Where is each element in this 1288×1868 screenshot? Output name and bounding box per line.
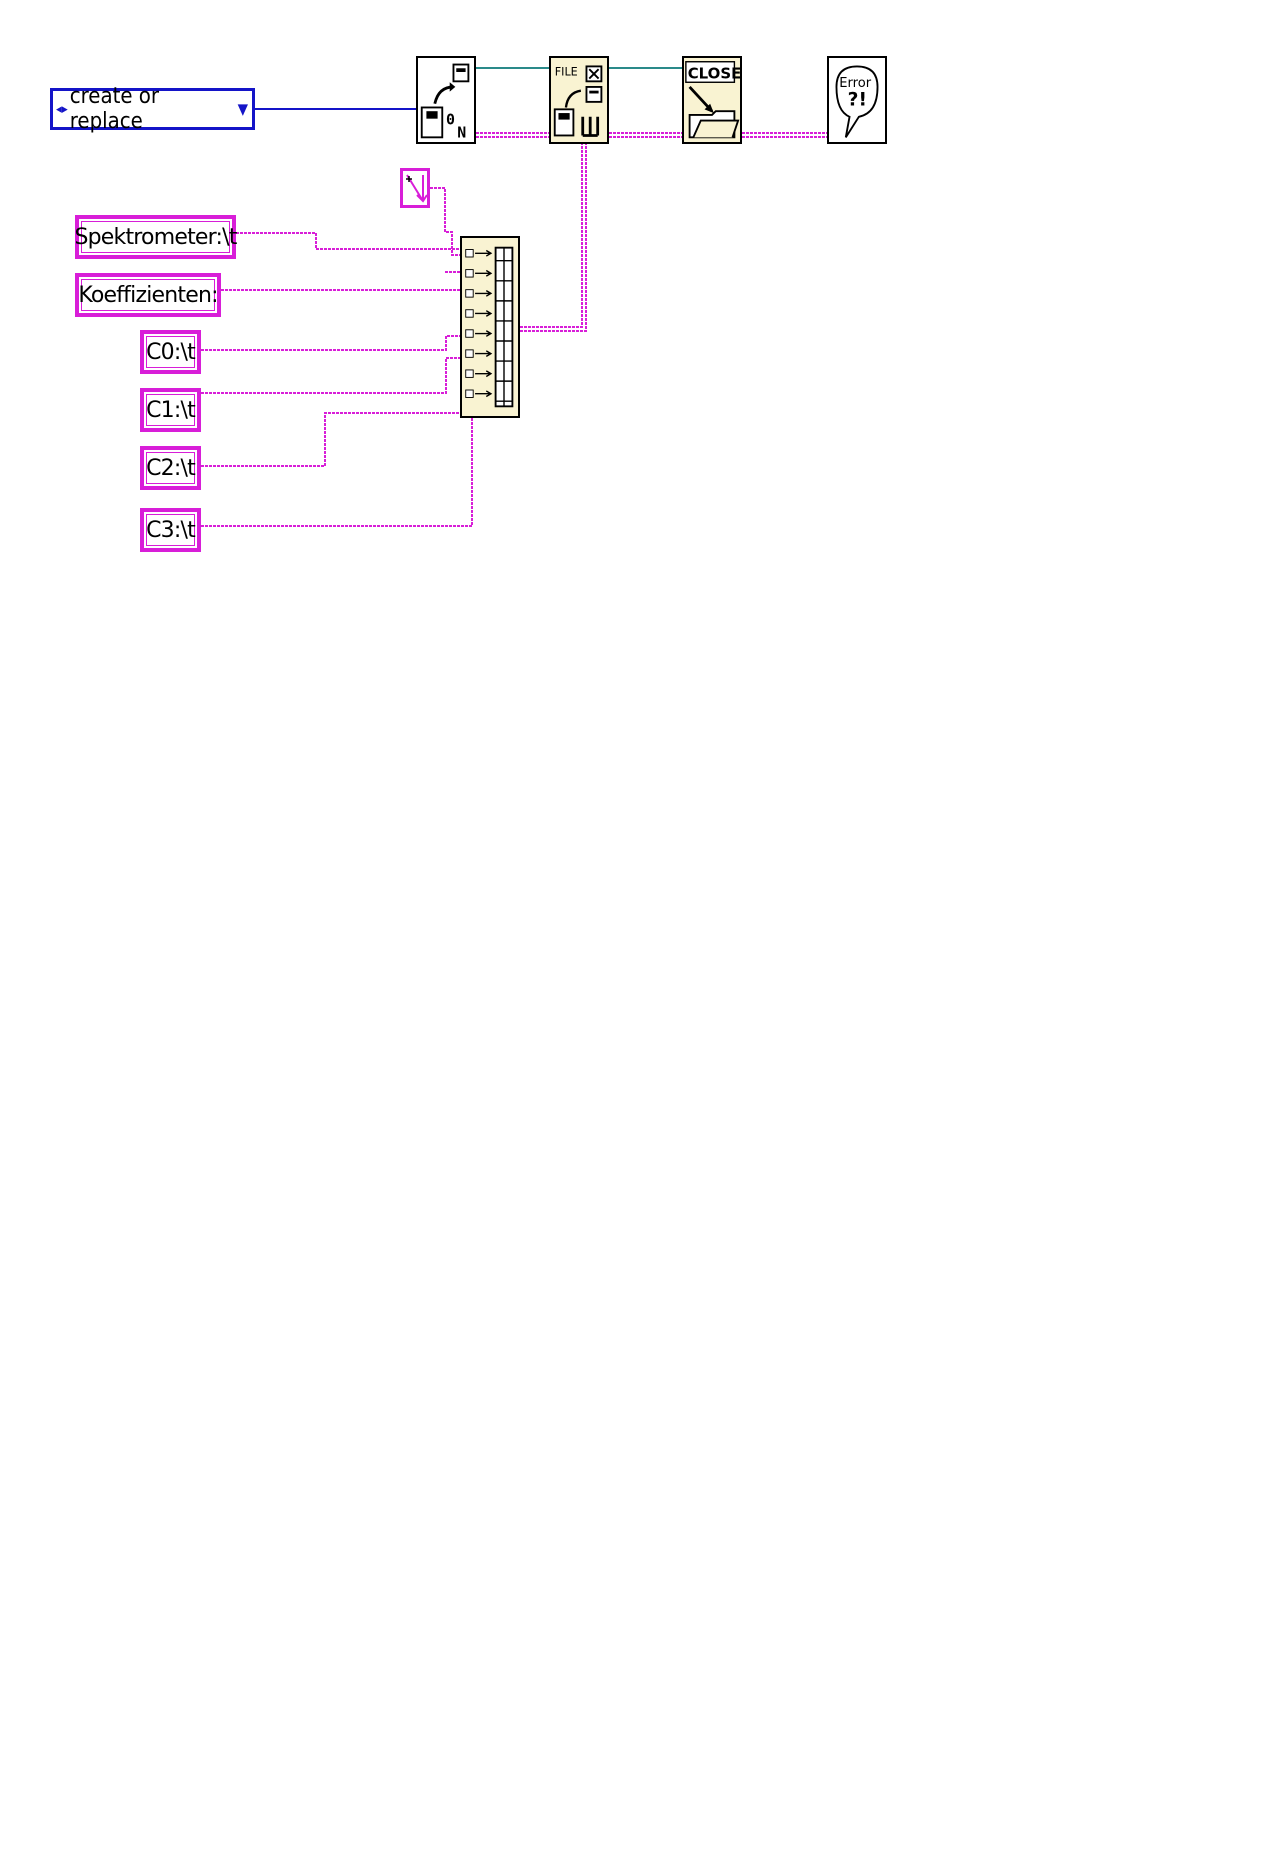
wire-c1 [201,357,460,394]
concat-arrow-1 [475,269,493,277]
error-wire-2 [609,132,682,138]
concat-input-4 [465,329,474,338]
concat-arrow-7 [475,390,493,398]
concat-arrow-5 [475,350,493,358]
concat-input-1 [465,269,474,278]
concat-arrow-3 [475,310,493,317]
wire-c2 [201,412,460,467]
wire-eol [430,187,460,256]
concat-input-6 [465,369,474,378]
open-file-icon: 0 N [420,63,470,141]
wire-c3 [201,418,473,527]
concat-input-2 [465,289,474,298]
error-handler-node[interactable]: Error ?! [827,56,887,144]
concatenate-strings-icon [465,246,514,408]
string-constant-c0[interactable]: C0:\t [140,330,201,374]
wire-c0 [201,335,460,351]
end-of-line-constant[interactable] [400,168,430,208]
concat-arrow-2 [475,289,493,297]
write-file-icon: FILE [553,65,603,137]
concat-input-3 [465,309,474,318]
open-file-node[interactable]: 0 N [416,56,476,144]
wire-concat-output [520,142,583,328]
error-handler-label-line2: ?! [848,90,867,111]
wire-spektrometer [236,232,460,250]
increment-arrows-icon[interactable]: ◂▸ [56,101,68,117]
mode-enum-constant[interactable]: ◂▸ create or replace ▼ [50,84,255,134]
close-file-icon: CLOSE [685,61,740,139]
concat-input-7 [465,389,474,398]
string-constant-c1[interactable]: C1:\t [140,388,201,432]
write-file-node[interactable]: FILE [549,56,609,144]
svg-text:0: 0 [446,110,455,128]
close-file-label: CLOSE [688,65,740,83]
string-constant-c3[interactable]: C3:\t [140,508,201,552]
concat-arrow-6 [475,370,493,378]
concatenate-strings-node[interactable] [460,236,520,418]
end-of-line-icon [406,174,428,203]
dropdown-arrow-icon[interactable]: ▼ [237,100,248,118]
close-file-node[interactable]: CLOSE [682,56,742,144]
error-wire-3 [742,132,827,138]
concat-arrow-4 [475,330,493,337]
error-wire-1 [476,132,549,138]
string-constant-koeffizienten[interactable]: Koeffizienten: [75,273,221,317]
error-handler-label-line1: Error [839,76,871,91]
concat-input-5 [465,349,474,358]
concat-arrow-0 [475,249,493,257]
string-constant-c2[interactable]: C2:\t [140,446,201,490]
wire-concat-output-2 [520,142,587,332]
mode-enum-value: create or replace [69,84,160,134]
error-speech-bubble-icon: Error ?! [835,65,879,138]
svg-text:N: N [457,123,466,141]
write-file-label: FILE [555,66,578,79]
string-constant-spektrometer[interactable]: Spektrometer:\t [74,215,237,259]
concat-input-0 [465,249,474,258]
